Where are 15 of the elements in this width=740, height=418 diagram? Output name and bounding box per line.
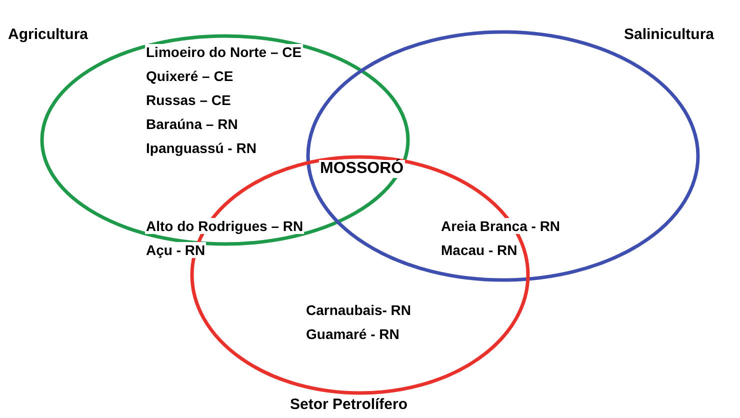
city-label: Quixeré – CE — [145, 68, 234, 84]
city-label: Guamaré - RN — [305, 326, 400, 342]
city-label: Ipanguassú - RN — [145, 140, 258, 156]
city-label: Carnaubais- RN — [305, 302, 412, 318]
set-title: Salinicultura — [624, 26, 714, 43]
city-label: Açu - RN — [145, 242, 206, 258]
city-label: Russas – CE — [145, 92, 232, 108]
city-label: Baraúna – RN — [145, 116, 239, 132]
set-title: Agricultura — [8, 26, 88, 43]
center-city-label: MOSSORÓ — [319, 160, 405, 178]
set-title: Setor Petrolífero — [290, 396, 408, 413]
city-label: Alto do Rodrigues – RN — [145, 218, 304, 234]
city-label: Limoeiro do Norte – CE — [145, 44, 303, 60]
city-label: Areia Branca - RN — [440, 218, 562, 234]
city-label: Macau - RN — [440, 242, 518, 258]
